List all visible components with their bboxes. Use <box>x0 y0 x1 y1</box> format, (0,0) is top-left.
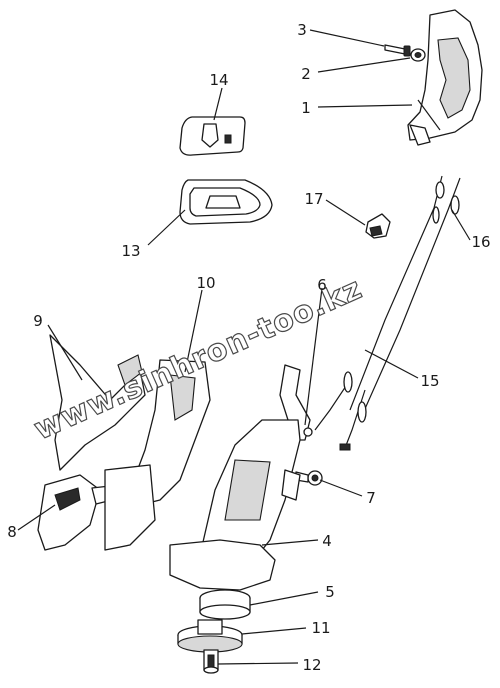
callout-5: 5 <box>325 583 335 601</box>
part-5-spring <box>199 589 251 620</box>
part-6-bracket <box>279 364 313 441</box>
callout-labels: 1 2 3 4 5 6 7 8 9 10 11 12 13 14 15 16 1… <box>7 21 490 674</box>
callout-17: 17 <box>304 190 323 208</box>
leader-lines <box>17 29 471 665</box>
callout-10: 10 <box>196 274 215 292</box>
part-16-cable <box>349 175 461 421</box>
callout-13: 13 <box>121 242 140 260</box>
part-14-cover <box>179 116 246 156</box>
callout-3: 3 <box>297 21 307 39</box>
callout-15: 15 <box>420 372 439 390</box>
callout-12: 12 <box>302 656 321 674</box>
part-11-disc <box>177 619 243 653</box>
part-17-clip <box>365 213 391 239</box>
callout-9: 9 <box>33 312 43 330</box>
part-8-bezel <box>37 474 113 551</box>
part-2-washer <box>410 48 426 62</box>
callout-4: 4 <box>322 532 332 550</box>
part-10-frame <box>104 359 211 551</box>
part-1-lock-body <box>407 9 483 146</box>
callout-16: 16 <box>471 233 490 251</box>
callout-1: 1 <box>301 99 311 117</box>
callout-7: 7 <box>366 489 376 507</box>
part-12-shaft <box>203 649 219 674</box>
part-9-outer-handle <box>49 334 146 471</box>
callout-2: 2 <box>301 65 311 83</box>
callout-11: 11 <box>311 619 330 637</box>
part-3-screw <box>384 44 411 57</box>
callout-8: 8 <box>7 523 17 541</box>
part-15-cable <box>314 371 367 451</box>
callout-6: 6 <box>317 276 327 294</box>
part-4-housing <box>169 419 301 591</box>
part-13-gasket <box>179 179 273 225</box>
callout-14: 14 <box>209 71 228 89</box>
